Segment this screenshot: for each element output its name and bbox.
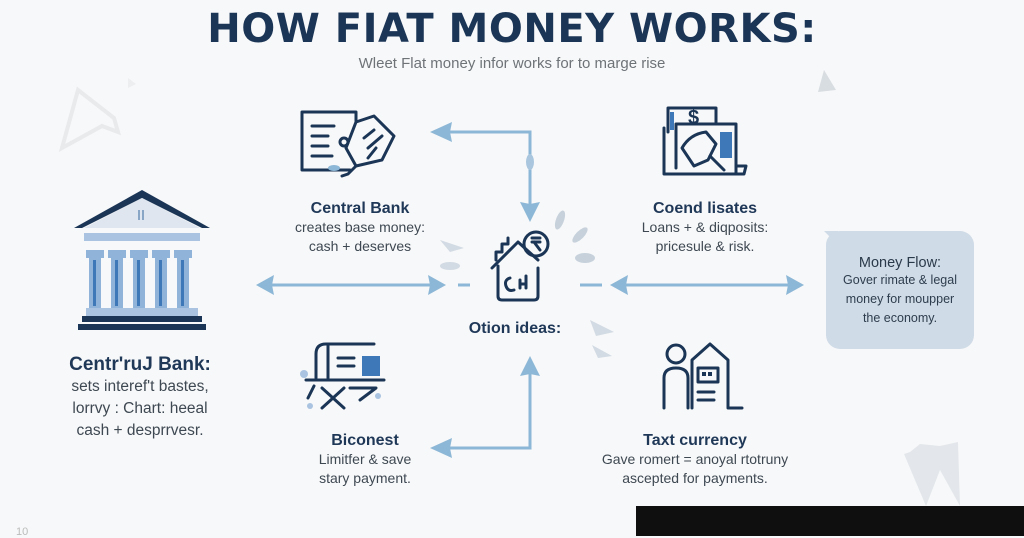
arrow-top-elbow (430, 122, 540, 222)
bottom-right-node-line-2: ascepted for payments. (622, 470, 768, 486)
decor-shape-bottomright (904, 442, 960, 506)
page-number: 10 (16, 526, 29, 538)
page-title: HOW FIAT MONEY WORKS: (207, 6, 817, 52)
redaction-bar (636, 506, 1024, 536)
house-rupee-icon (490, 230, 550, 302)
decor-shape-topleft (58, 78, 136, 153)
bottom-left-node: Biconest Limitfer & save stary payment. (265, 432, 465, 488)
person-building-icon (662, 342, 744, 410)
bottom-right-node: Taxt currency Gave romert = anoyal rtotr… (580, 432, 810, 488)
bottom-left-node-line-1: Limitfer & save (318, 451, 412, 467)
callout-line-3: the economy. (862, 311, 938, 325)
svg-text:$: $ (688, 107, 699, 129)
top-left-node-title: Central Bank (310, 200, 410, 217)
arrow-left-horizontal (256, 275, 470, 295)
top-right-node-title: Coend lisates (652, 200, 758, 217)
page-subtitle: Wleet Flat money infor works for to marg… (358, 55, 666, 72)
left-node-line-2: lorrvy : Chart: heeal (72, 400, 208, 417)
top-right-node: Coend lisates Loans + & diqposits: price… (610, 200, 800, 256)
bottom-left-node-title: Biconest (331, 432, 399, 449)
bank-handshake-icon: $ (662, 106, 748, 176)
left-node-line-3: cash + desprrvesr. (76, 422, 204, 439)
arrow-right-horizontal (580, 275, 804, 295)
decor-burst (440, 210, 614, 358)
top-left-node-line-1: creates base money: (295, 219, 425, 235)
bottom-right-node-line-1: Gave romert = anoyal rtotruny (601, 451, 789, 467)
arrow-bottom-elbow (430, 356, 540, 458)
center-node-title: Otion ideas: (468, 320, 562, 337)
callout-line-1: Gover rimate & legal (843, 273, 957, 287)
money-flow-callout: Money Flow: Gover rimate & legal money f… (826, 231, 974, 349)
printing-press-icon (300, 342, 386, 410)
document-money-icon (300, 110, 396, 178)
bank-building-icon (74, 190, 210, 330)
top-left-node: Central Bank creates base money: cash + … (260, 200, 460, 256)
left-node-title: Centr'ruJ Bank: (69, 354, 211, 375)
decor-triangle-topright (818, 70, 836, 92)
bottom-right-node-title: Taxt currency (643, 432, 747, 449)
callout-line-2: money for moupper (845, 292, 955, 306)
top-right-node-line-1: Loans + & diqposits: (641, 219, 769, 235)
callout-title: Money Flow: (858, 255, 942, 271)
left-node-line-1: sets interef't bastes, (71, 378, 209, 395)
bottom-left-node-line-2: stary payment. (319, 470, 411, 486)
left-node-central-bank: Centr'ruJ Bank: sets interef't bastes, l… (40, 354, 240, 442)
top-left-node-line-2: cash + deserves (308, 238, 412, 254)
top-right-node-line-2: pricesule & risk. (655, 238, 755, 254)
